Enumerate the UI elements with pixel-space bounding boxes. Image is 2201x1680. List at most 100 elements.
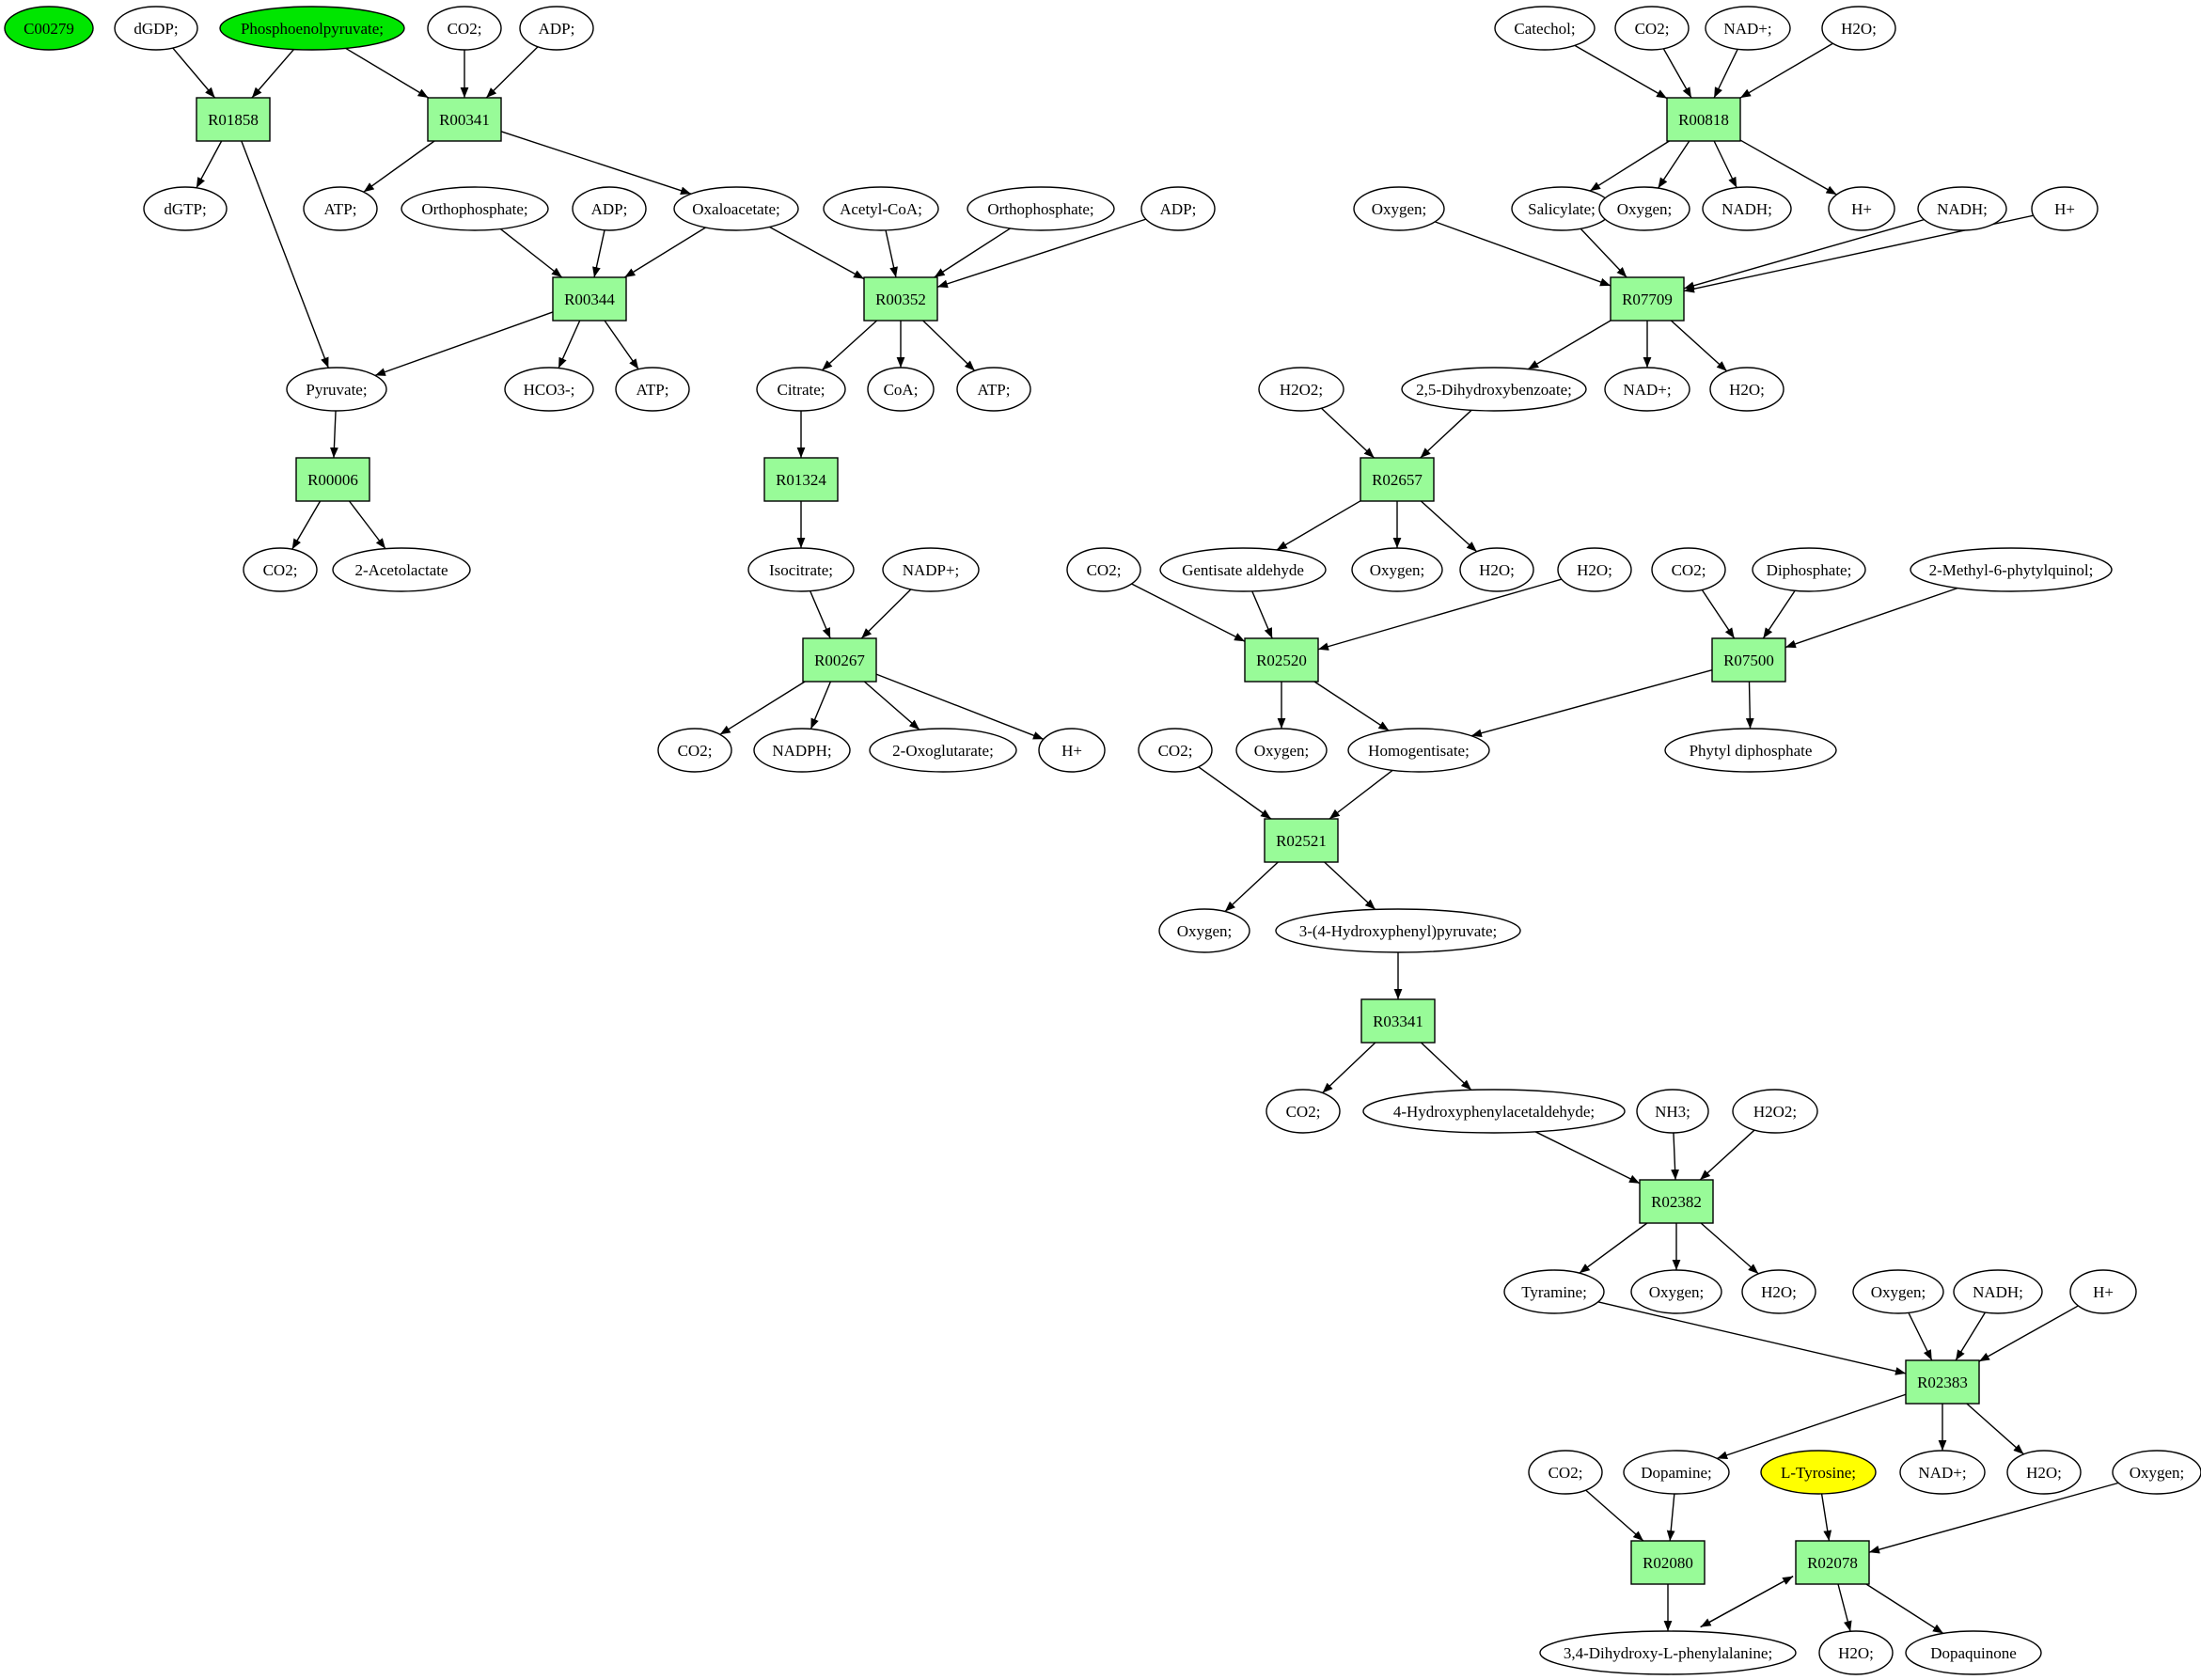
compound-node-nadh_c[interactable]: NADH; <box>1953 1269 2043 1314</box>
compound-node-coa[interactable]: CoA; <box>867 367 935 412</box>
reaction-node-r01324[interactable]: R01324 <box>763 457 839 502</box>
compound-node-h2o_g[interactable]: H2O; <box>1818 1630 1894 1675</box>
reaction-node-r02383[interactable]: R02383 <box>1905 1359 1980 1405</box>
compound-node-co2_g[interactable]: CO2; <box>1138 728 1213 773</box>
compound-node-ortho_b[interactable]: Orthophosphate; <box>967 186 1115 231</box>
compound-node-oxygen_a[interactable]: Oxygen; <box>1353 186 1445 231</box>
compound-node-h2o_f[interactable]: H2O; <box>2006 1450 2082 1495</box>
compound-node-oxygen_f[interactable]: Oxygen; <box>1630 1269 1722 1314</box>
compound-node-tyrosine[interactable]: L-Tyrosine; <box>1760 1450 1877 1495</box>
reaction-node-r01858[interactable]: R01858 <box>196 97 271 142</box>
node-label: Tyramine; <box>1521 1283 1587 1301</box>
compound-node-co2_b[interactable]: CO2; <box>243 547 318 592</box>
compound-node-hplus_a[interactable]: H+ <box>1038 728 1106 773</box>
compound-ellipse <box>1852 1269 1944 1314</box>
compound-node-h2o_d[interactable]: H2O; <box>1557 547 1632 592</box>
compound-node-c00279[interactable]: C00279 <box>4 6 94 51</box>
compound-node-diphosphate[interactable]: Diphosphate; <box>1752 547 1866 592</box>
compound-node-nadpplus[interactable]: NADP+; <box>882 547 980 592</box>
compound-ellipse <box>1539 1630 1797 1675</box>
compound-node-oxygen_c[interactable]: Oxygen; <box>1351 547 1443 592</box>
compound-node-co2_c[interactable]: CO2; <box>657 728 732 773</box>
node-label: Orthophosphate; <box>421 200 527 218</box>
reaction-node-r03341[interactable]: R03341 <box>1360 998 1436 1044</box>
compound-node-adp_a[interactable]: ADP; <box>519 6 594 51</box>
compound-node-co2_h[interactable]: CO2; <box>1266 1089 1341 1134</box>
compound-node-h2o_e[interactable]: H2O; <box>1741 1269 1816 1314</box>
compound-node-catechol[interactable]: Catechol; <box>1494 6 1596 51</box>
reaction-node-r00344[interactable]: R00344 <box>552 276 627 322</box>
compound-node-nh3[interactable]: NH3; <box>1636 1089 1709 1134</box>
compound-node-pep[interactable]: Phosphoenolpyruvate; <box>219 6 405 51</box>
reaction-node-r07709[interactable]: R07709 <box>1610 276 1685 322</box>
compound-node-oxygen_e[interactable]: Oxygen; <box>1158 908 1250 953</box>
compound-node-h2o_c[interactable]: H2O; <box>1459 547 1534 592</box>
compound-node-co2_i[interactable]: CO2; <box>1528 1450 1603 1495</box>
compound-node-h2o2_a[interactable]: H2O2; <box>1258 367 1344 412</box>
compound-node-h2o2_b[interactable]: H2O2; <box>1732 1089 1818 1134</box>
compound-node-oxygen_b[interactable]: Oxygen; <box>1598 186 1690 231</box>
reaction-box <box>1264 818 1339 863</box>
compound-node-nadh_b[interactable]: NADH; <box>1917 186 2007 231</box>
compound-node-pyruvate[interactable]: Pyruvate; <box>286 367 387 412</box>
compound-node-nadplus_c[interactable]: NAD+; <box>1899 1450 1986 1495</box>
compound-node-ldopa[interactable]: 3,4-Dihydroxy-L-phenylalanine; <box>1539 1630 1797 1675</box>
compound-node-nadplus_b[interactable]: NAD+; <box>1604 367 1690 412</box>
compound-node-atp_c[interactable]: ATP; <box>956 367 1031 412</box>
edge-oxaloacetate-to-r00352 <box>769 226 865 280</box>
reaction-node-r02657[interactable]: R02657 <box>1360 457 1435 502</box>
compound-node-isocitrate[interactable]: Isocitrate; <box>747 547 855 592</box>
compound-node-oxaloacetate[interactable]: Oxaloacetate; <box>673 186 799 231</box>
reaction-node-r02078[interactable]: R02078 <box>1795 1540 1870 1585</box>
compound-node-oxygen_d[interactable]: Oxygen; <box>1235 728 1328 773</box>
compound-node-oxoglutarate[interactable]: 2-Oxoglutarate; <box>869 728 1017 773</box>
compound-node-hplus_b[interactable]: H+ <box>1828 186 1895 231</box>
compound-node-oxygen_h[interactable]: Oxygen; <box>2112 1450 2201 1495</box>
reaction-node-r00006[interactable]: R00006 <box>295 457 370 502</box>
compound-node-co2_a[interactable]: CO2; <box>427 6 502 51</box>
reaction-node-r02382[interactable]: R02382 <box>1639 1179 1714 1224</box>
compound-node-acetolactate[interactable]: 2-Acetolactate <box>332 547 471 592</box>
compound-node-nadh_a[interactable]: NADH; <box>1702 186 1792 231</box>
compound-node-atp_a[interactable]: ATP; <box>303 186 378 231</box>
compound-node-hpp[interactable]: 3-(4-Hydroxyphenyl)pyruvate; <box>1275 908 1521 953</box>
edge-tyrosine-to-r02078 <box>1820 1493 1832 1542</box>
compound-node-dgdp[interactable]: dGDP; <box>114 6 198 51</box>
reaction-node-r00341[interactable]: R00341 <box>427 97 502 142</box>
reaction-node-r00352[interactable]: R00352 <box>863 276 938 322</box>
compound-node-phytyl[interactable]: Phytyl diphosphate <box>1664 728 1837 773</box>
compound-node-tyramine[interactable]: Tyramine; <box>1503 1269 1605 1314</box>
compound-node-co2_e[interactable]: CO2; <box>1066 547 1141 592</box>
compound-node-co2_f[interactable]: CO2; <box>1651 547 1726 592</box>
reaction-node-r00818[interactable]: R00818 <box>1666 97 1741 142</box>
reaction-node-r07500[interactable]: R07500 <box>1711 637 1786 683</box>
compound-node-dopaquinone[interactable]: Dopaquinone <box>1905 1630 2042 1675</box>
compound-node-methylphytyl[interactable]: 2-Methyl-6-phytylquinol; <box>1910 547 2113 592</box>
compound-node-dhb[interactable]: 2,5-Dihydroxybenzoate; <box>1401 367 1587 412</box>
compound-node-adp_c[interactable]: ADP; <box>1140 186 1216 231</box>
compound-node-hpa[interactable]: 4-Hydroxyphenylacetaldehyde; <box>1362 1089 1626 1134</box>
compound-node-adp_b[interactable]: ADP; <box>572 186 647 231</box>
compound-node-hplus_d[interactable]: H+ <box>2069 1269 2137 1314</box>
compound-node-nadph[interactable]: NADPH; <box>753 728 851 773</box>
compound-node-hplus_c[interactable]: H+ <box>2031 186 2099 231</box>
compound-node-acetylcoa[interactable]: Acetyl-CoA; <box>823 186 939 231</box>
compound-node-homogentisate[interactable]: Homogentisate; <box>1347 728 1490 773</box>
compound-node-dgtp[interactable]: dGTP; <box>143 186 228 231</box>
reaction-node-r02520[interactable]: R02520 <box>1244 637 1319 683</box>
compound-node-oxygen_g[interactable]: Oxygen; <box>1852 1269 1944 1314</box>
compound-node-dopamine[interactable]: Dopamine; <box>1623 1450 1730 1495</box>
reaction-node-r02521[interactable]: R02521 <box>1264 818 1339 863</box>
compound-node-hco3[interactable]: HCO3-; <box>504 367 594 412</box>
reaction-node-r00267[interactable]: R00267 <box>802 637 877 683</box>
reaction-node-r02080[interactable]: R02080 <box>1630 1540 1706 1585</box>
compound-node-citrate[interactable]: Citrate; <box>756 367 846 412</box>
compound-node-salicylate[interactable]: Salicylate; <box>1511 186 1612 231</box>
compound-node-ortho_a[interactable]: Orthophosphate; <box>401 186 549 231</box>
compound-node-gentisate[interactable]: Gentisate aldehyde <box>1159 547 1327 592</box>
compound-node-h2o_a[interactable]: H2O; <box>1821 6 1896 51</box>
compound-node-atp_b[interactable]: ATP; <box>615 367 690 412</box>
compound-node-h2o_b[interactable]: H2O; <box>1709 367 1784 412</box>
compound-node-nadplus_a[interactable]: NAD+; <box>1705 6 1791 51</box>
compound-node-co2_d[interactable]: CO2; <box>1614 6 1690 51</box>
